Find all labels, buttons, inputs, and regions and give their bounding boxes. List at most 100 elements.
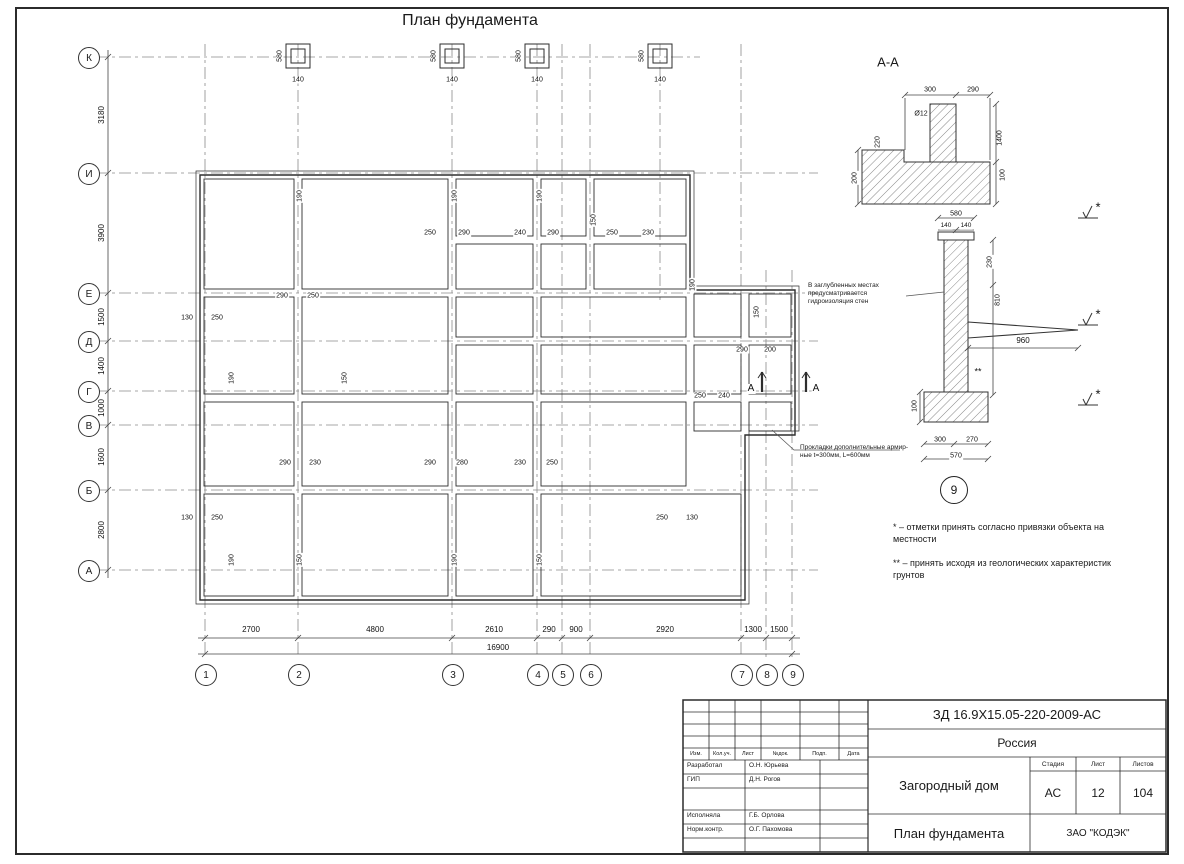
dimension-label: 150 [753,305,761,319]
dimension-label: 100 [999,168,1007,182]
dimension-label: 220 [874,135,882,149]
axis-letter-circle: Е [78,283,100,305]
axis-number-circle: 5 [552,664,574,686]
dimension-label: 1500 [769,625,789,634]
axis-number-circle: 2 [288,664,310,686]
dimension-label: 2700 [241,625,261,634]
plan-annotation: Прокладки дополнительные армир-ные t=300… [800,444,908,459]
axis-number-circle: 6 [580,664,602,686]
dimension-label: 250 [655,514,669,522]
dimension-label: 130 [685,514,699,522]
sheet-label: Лист [1090,760,1106,768]
axis-letter-circle: К [78,47,100,69]
dimension-label: 230 [641,229,655,237]
dimension-label: 250 [545,459,559,467]
dimension-lines [104,50,800,658]
section-annotation: В заглубленных местах предусматривается … [808,282,879,305]
dimension-label: Ø12 [913,110,929,118]
dimension-label: 190 [451,553,459,567]
stamp-col-podp: Подп. [812,751,827,757]
dimension-label: 150 [590,213,598,227]
sheets-value: 104 [1132,785,1154,800]
note-asterisk: * – отметки принять согласно привязки об… [893,522,1104,544]
axis-letter-circle: И [78,163,100,185]
dimension-label: 200 [763,346,777,354]
dimension-label: 270 [965,436,979,444]
dimension-label: 300 [933,436,947,444]
dimension-label: 580 [276,49,284,63]
dimension-label: 290 [966,86,980,94]
axis-number-circle: 8 [756,664,778,686]
title-block-lines [682,699,1167,853]
dimension-label: 2610 [484,625,504,634]
dimension-label: А [811,383,821,394]
overall-dimension-label: 16900 [485,643,511,652]
dimension-label: 2920 [655,625,675,634]
stamp-col-izm: Изм. [690,751,702,757]
axis-letter-circle: В [78,415,100,437]
axis-number-circle: 9 [782,664,804,686]
dimension-label: 240 [717,392,731,400]
dimension-label: 130 [180,514,194,522]
dimension-label: 2800 [97,520,106,540]
dimension-label: 290 [278,459,292,467]
section-title: А-А [877,54,899,70]
stamp-name: О.Г. Пахомова [749,826,793,833]
stamp-role: Норм.контр. [687,826,724,833]
dimension-label: 580 [638,49,646,63]
dimension-label: 150 [341,371,349,385]
dimension-label: 230 [308,459,322,467]
object-name: Загородный дом [899,778,999,793]
sheet-name: План фундамента [893,825,1005,841]
dimension-label: 1400 [996,129,1004,147]
dimension-label: 140 [291,76,305,84]
dimension-label: 290 [541,625,557,634]
dimension-label: 190 [228,371,236,385]
dimension-label: 250 [605,229,619,237]
dimension-label: 230 [986,255,994,269]
stamp-col-kol: Кол.уч. [712,751,732,757]
sheet-value: 12 [1091,785,1105,800]
dimension-label: 140 [959,221,973,230]
company-name: ЗАО "КОДЭК" [1066,827,1130,839]
stamp-name: Г.Б. Орлова [749,812,785,819]
axis-letter-circle: Д [78,331,100,353]
dimension-label: 150 [536,553,544,567]
dimension-label: 580 [515,49,523,63]
dimension-label: 250 [306,292,320,300]
axis-letter-circle: А [78,560,100,582]
dimension-label: 250 [210,514,224,522]
stamp-col-data: Дата [847,751,860,757]
dimension-label: 570 [949,452,963,460]
dimension-label: 290 [423,459,437,467]
dimension-label: 190 [689,278,697,292]
stage-label: Стадия [1041,760,1065,768]
dimension-label: 240 [513,229,527,237]
dimension-label: 140 [653,76,667,84]
stamp-role: Разработал [687,762,723,769]
dimension-label: 130 [180,314,194,322]
section-a-a [854,91,1000,208]
axis-letter-circle: Б [78,480,100,502]
stamp-name: О.Н. Юрьева [749,762,789,769]
stamp-role: Исполняла [687,812,721,819]
drawing-title: План фундамента [402,12,538,29]
dimension-label: 140 [445,76,459,84]
stamp-role: ГИП [687,776,700,783]
sheet-frame [15,7,1169,855]
dimension-label: 190 [451,189,459,203]
axis-letter-circle: Г [78,381,100,403]
axis-number-circle: 7 [731,664,753,686]
dimension-label: 290 [275,292,289,300]
dimension-label: * [1094,199,1102,215]
foundation-detail [771,205,1098,463]
dimension-label: 250 [423,229,437,237]
dimension-label: 190 [228,553,236,567]
dimension-label: 300 [923,86,937,94]
dimension-label: 280 [455,459,469,467]
dimension-label: 580 [430,49,438,63]
dimension-label: ** [973,366,983,377]
dimension-label: 290 [457,229,471,237]
dimension-label: 1500 [97,307,106,327]
